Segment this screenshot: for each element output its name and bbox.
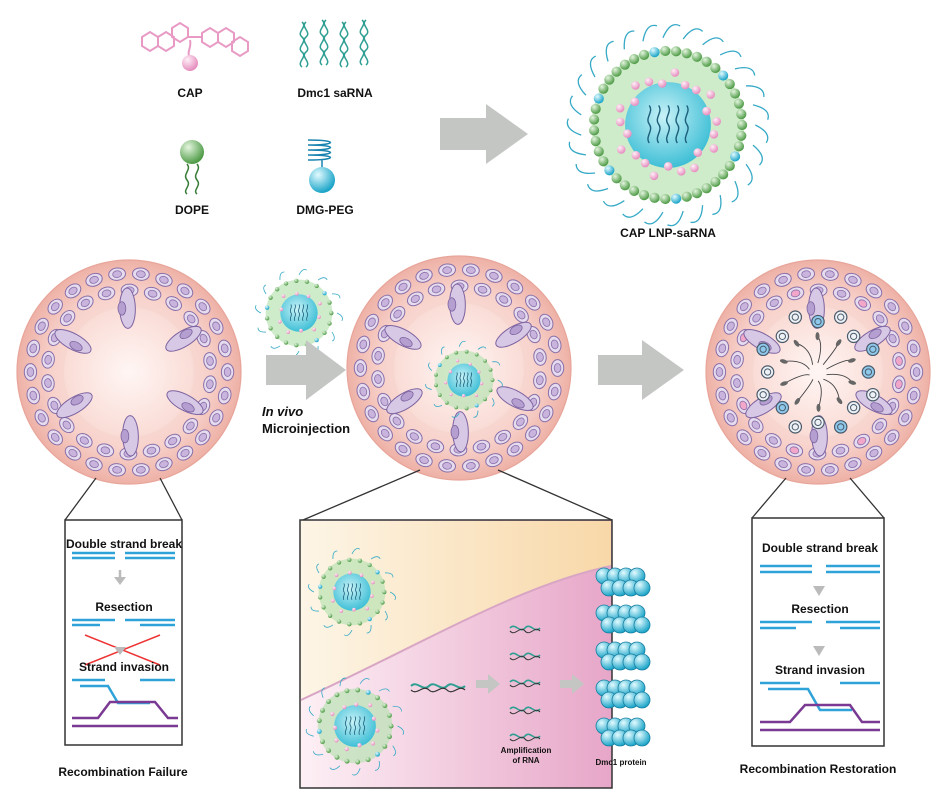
dmg-peg-icon <box>307 139 335 193</box>
cap-label: CAP <box>177 86 203 100</box>
cap-lnp-sarna-panel-bottom-icon <box>305 677 405 776</box>
cap-lnp-sarna-small-icon <box>255 269 343 357</box>
zoom-connectors <box>64 469 885 521</box>
right-step-invasion: Strand invasion <box>774 663 866 677</box>
microinjection-label: Microinjection <box>262 421 351 436</box>
panel-arrow-2 <box>560 674 584 694</box>
sarna-strand-icon <box>410 683 466 689</box>
dmc1-sarna-icon <box>299 19 369 68</box>
arrow-injection <box>266 340 346 400</box>
right-caption: Recombination Restoration <box>739 762 897 776</box>
left-dna-schematic <box>72 551 178 728</box>
middle-panel-top-region <box>301 521 611 700</box>
left-step-resection: Resection <box>95 600 153 614</box>
left-step-dsb: Double strand break <box>65 537 183 551</box>
seminiferous-tubule-after <box>705 259 931 485</box>
cap-lnp-sarna-large-icon <box>566 23 769 227</box>
dope-lipid-icon <box>180 140 204 195</box>
panel-arrow-1 <box>476 674 500 694</box>
cap-lnp-sarna-label: CAP LNP-saRNA <box>620 226 716 240</box>
cap-lnp-sarna-panel-top-icon <box>308 548 396 636</box>
arrow-restoration <box>598 340 684 400</box>
dmc1-protein-label: Dmc1 protein <box>595 758 647 767</box>
left-caption: Recombination Failure <box>58 765 188 779</box>
dmc1-protein-clusters <box>595 567 651 747</box>
dope-label: DOPE <box>174 203 210 217</box>
arrow-top <box>440 104 528 164</box>
right-step-resection: Resection <box>791 602 849 616</box>
dmg-peg-label: DMG-PEG <box>296 203 354 217</box>
left-step-invasion: Strand invasion <box>78 660 170 674</box>
cap-molecule-icon <box>141 21 249 71</box>
amplification-label-line1: Amplification <box>500 746 552 755</box>
amplified-rna-group <box>509 625 541 742</box>
seminiferous-tubule-before <box>16 259 242 485</box>
in-vivo-label: In vivo <box>262 404 304 419</box>
right-dna-schematic <box>760 564 880 732</box>
amplification-label-line2: of RNA <box>512 756 540 765</box>
dmc1-sarna-label: Dmc1 saRNA <box>297 86 373 100</box>
cap-lnp-sarna-in-tubule-icon <box>425 340 503 418</box>
cap-lnp-sarna-particle <box>566 23 769 227</box>
right-step-dsb: Double strand break <box>761 541 879 555</box>
